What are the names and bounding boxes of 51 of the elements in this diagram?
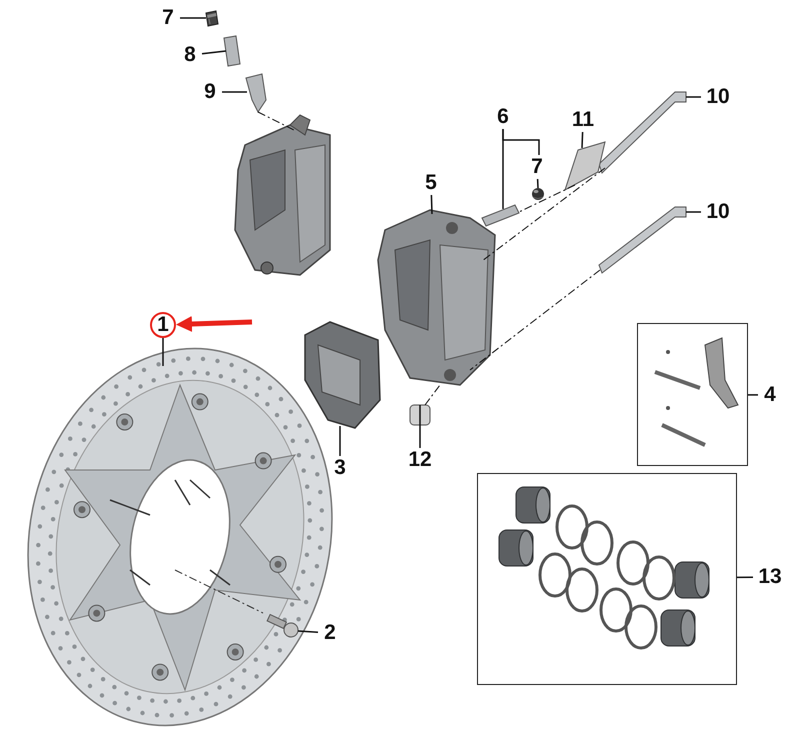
leader-line	[536, 178, 539, 188]
callout-number: 4	[758, 383, 782, 407]
callout-number: 11	[566, 108, 600, 132]
bracket-line	[502, 129, 540, 155]
pin-bolt-drawing	[598, 92, 686, 174]
brake-caliper-drawing	[377, 209, 496, 386]
leader-line	[419, 405, 421, 448]
leader-line	[222, 91, 247, 93]
callout-number: 8	[178, 43, 202, 67]
leader-line	[430, 194, 433, 214]
leader-line	[686, 96, 701, 98]
kit-frame	[477, 473, 737, 685]
callout-number: 13	[753, 565, 787, 589]
leader-line	[298, 630, 318, 634]
leader-line	[748, 394, 758, 396]
leader-line	[202, 50, 226, 54]
center-line	[424, 384, 440, 406]
brake-disc-drawing	[27, 348, 333, 726]
callout-number: 6	[491, 105, 515, 129]
sleeve-drawing	[410, 404, 430, 426]
bleeder-valve-drawing	[223, 35, 241, 67]
callout-number: 3	[328, 456, 352, 480]
leader-line	[180, 17, 206, 19]
callout-number: 10	[701, 85, 735, 109]
callout-number: 7	[525, 155, 549, 179]
callout-number: 12	[403, 448, 437, 472]
callout-number: 7	[156, 6, 180, 30]
center-line	[470, 270, 600, 370]
callout-number: 10	[701, 200, 735, 224]
kit-frame	[637, 323, 748, 466]
callout-number: 5	[419, 171, 443, 195]
circled-callout-number: 1	[150, 312, 176, 338]
arrow	[176, 316, 252, 332]
pin-bolt-drawing	[598, 206, 686, 274]
leader-line	[162, 338, 164, 366]
center-line	[258, 112, 294, 130]
leader-line	[339, 426, 341, 456]
center-line	[482, 168, 606, 262]
bleeder-cap-drawing	[205, 10, 219, 27]
bleeder-cap-drawing	[532, 188, 544, 200]
brake-pad-drawing	[304, 321, 381, 429]
center-line	[518, 184, 576, 212]
callout-number: 9	[198, 80, 222, 104]
leader-line	[686, 211, 701, 213]
leader-line	[581, 132, 584, 148]
banjo-bolt-drawing	[245, 73, 267, 113]
brake-caliper-drawing	[234, 114, 331, 276]
leader-line	[736, 576, 754, 578]
callout-number: 2	[318, 621, 342, 645]
retaining-clip-drawing	[564, 141, 606, 192]
bleeder-valve-drawing	[481, 204, 520, 227]
